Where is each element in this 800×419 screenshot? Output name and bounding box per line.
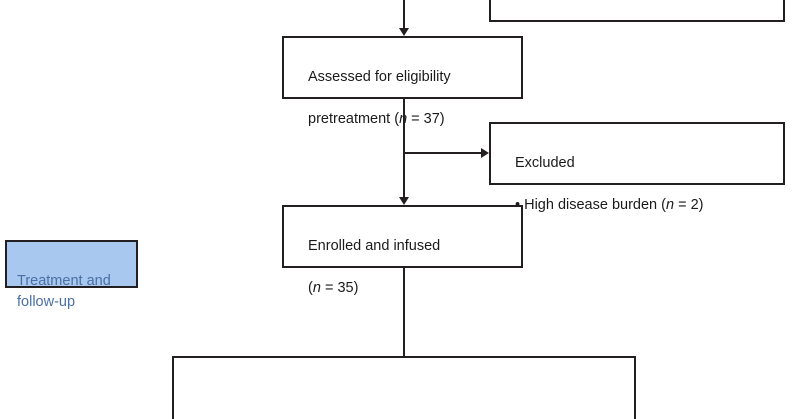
node-enrolled-and-infused: Enrolled and infused (n = 35) <box>282 205 523 296</box>
assessed-line-1: Assessed for eligibility <box>308 69 451 86</box>
connector-line-assessed-to-enrolled <box>403 99 405 199</box>
excluded-line-1: Excluded <box>515 155 575 172</box>
excluded-n-symbol: n <box>665 197 675 214</box>
connector-split-left-drop <box>172 356 174 419</box>
connector-split-right-drop <box>634 356 636 419</box>
connector-line-to-excluded <box>403 152 481 154</box>
enrolled-line-2-suffix: = 35) <box>320 280 359 297</box>
arrow-down-into-assessed-icon <box>399 28 409 36</box>
arrow-down-into-enrolled-icon <box>399 197 409 205</box>
phase-label-line-1: Treatment and <box>17 273 111 290</box>
enrolled-line-2: (n = 35) <box>308 278 521 299</box>
assessed-line-2-suffix: = 37) <box>407 111 445 128</box>
connector-split-horizontal <box>172 356 636 358</box>
excluded-line-2-prefix: • High disease burden ( <box>515 197 666 214</box>
node-excluded: Excluded • High disease burden (n = 2) <box>489 122 785 213</box>
enrolled-line-1: Enrolled and infused <box>308 238 441 255</box>
phase-label-line-2: follow-up <box>17 294 76 311</box>
excluded-line-2-suffix: = 2) <box>674 197 704 214</box>
node-assessed-for-eligibility: Assessed for eligibility pretreatment (n… <box>282 36 523 127</box>
enrolled-n-symbol: n <box>312 280 321 297</box>
phase-label-treatment-and-follow-up: Treatment and follow-up <box>5 240 138 310</box>
connector-line-top-to-assessed <box>403 0 405 30</box>
assessed-line-2-prefix: pretreatment ( <box>308 111 400 128</box>
clipped-top-box <box>489 0 785 22</box>
enrolled-line-2-prefix: ( <box>308 280 313 297</box>
connector-line-enrolled-to-split <box>403 268 405 357</box>
arrow-right-into-excluded-icon <box>481 148 489 158</box>
excluded-line-2: • High disease burden (n = 2) <box>515 195 783 216</box>
